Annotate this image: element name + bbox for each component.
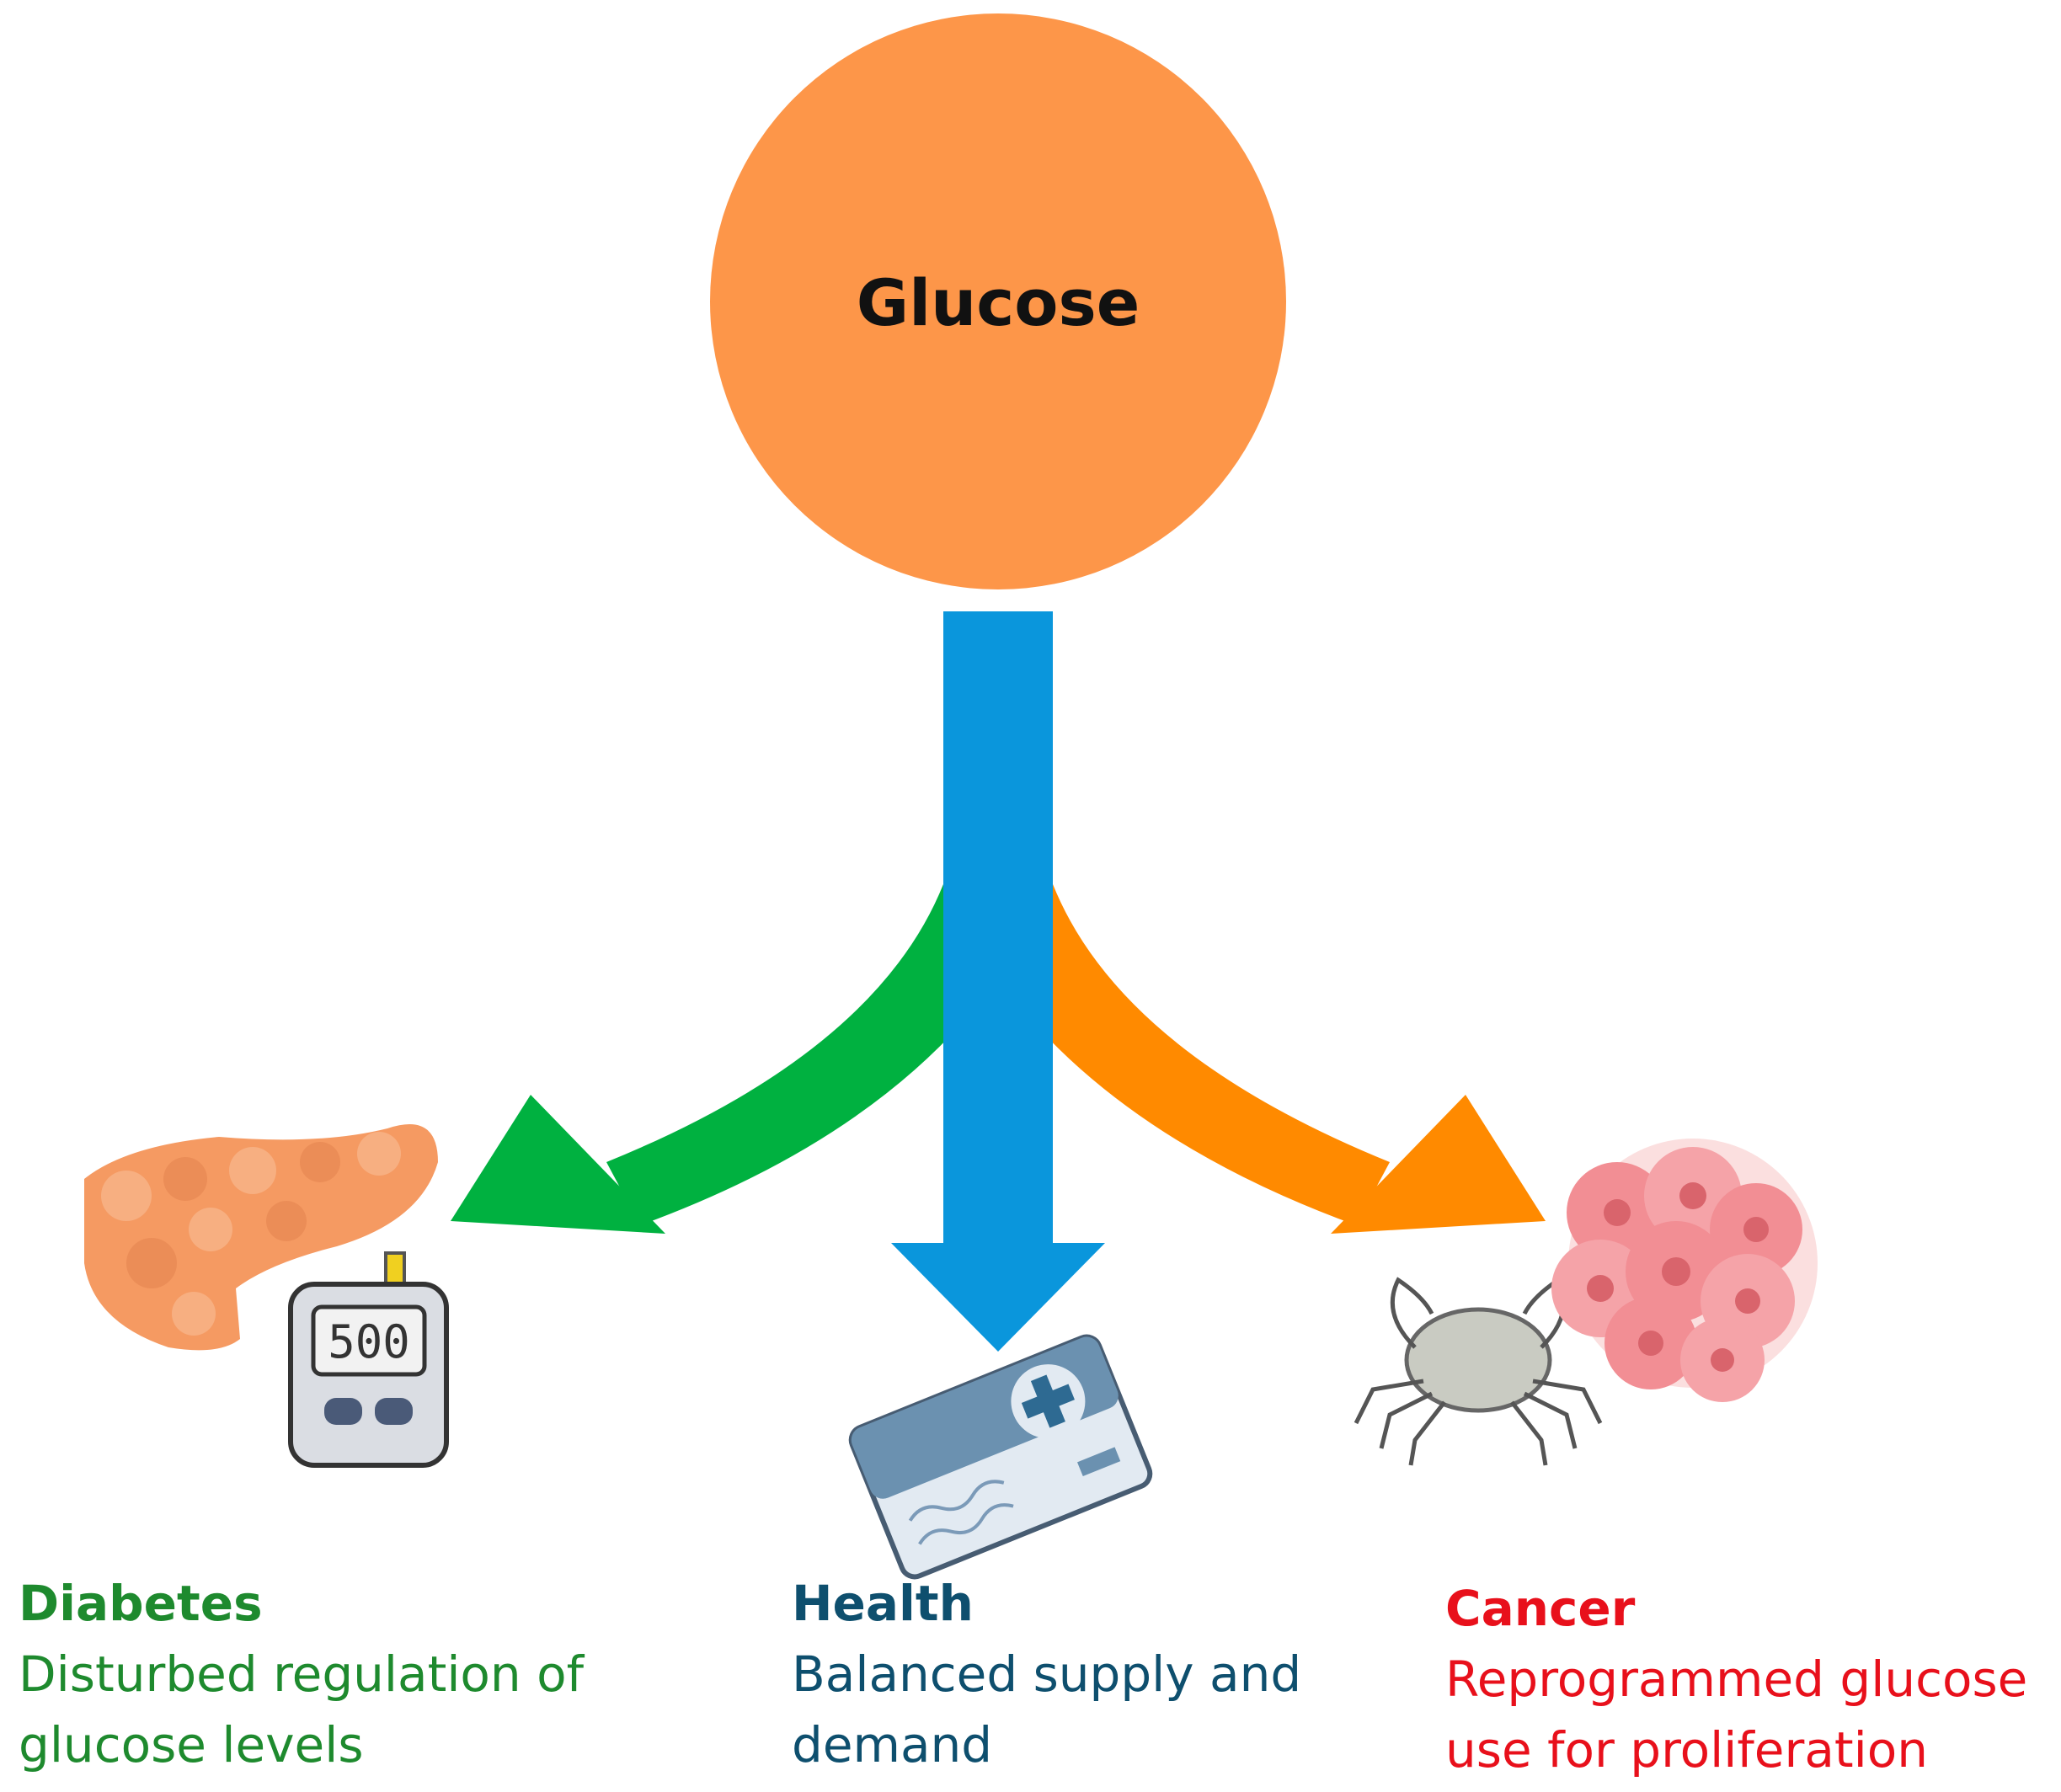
- pancreas-icon: [84, 1124, 438, 1351]
- glucose-label: Glucose: [856, 265, 1140, 340]
- diabetes-title: Diabetes: [19, 1575, 263, 1632]
- health-card-icon: [848, 1334, 1153, 1580]
- meter-reading: 500: [328, 1315, 410, 1368]
- health-description-line2: demand: [792, 1716, 993, 1773]
- health-title: Health: [792, 1575, 974, 1632]
- cancer-description-line2: use for proliferation: [1445, 1721, 1928, 1779]
- diabetes-description-line2: glucose levels: [19, 1716, 364, 1773]
- health-arrow: [891, 611, 1105, 1352]
- diabetes-caption: Diabetes Disturbed regulation of glucose…: [19, 1568, 659, 1780]
- cancer-caption: Cancer Reprogrammed glucose use for prol…: [1445, 1573, 2052, 1785]
- tumor-cells-icon: [1551, 1139, 1818, 1402]
- cancer-arrow: [943, 884, 1546, 1234]
- cancer-description-line1: Reprogrammed glucose: [1445, 1651, 2028, 1708]
- diabetes-arrow: [451, 884, 1053, 1234]
- glucose-circle: [710, 13, 1286, 589]
- diabetes-description-line1: Disturbed regulation of: [19, 1645, 585, 1703]
- glucose-meter-icon: 500: [288, 1251, 449, 1468]
- cancer-title: Cancer: [1445, 1580, 1636, 1637]
- health-description-line1: Balanced supply and: [792, 1645, 1302, 1703]
- health-caption: Health Balanced supply and demand: [792, 1568, 1364, 1780]
- crab-icon: [1354, 1277, 1603, 1466]
